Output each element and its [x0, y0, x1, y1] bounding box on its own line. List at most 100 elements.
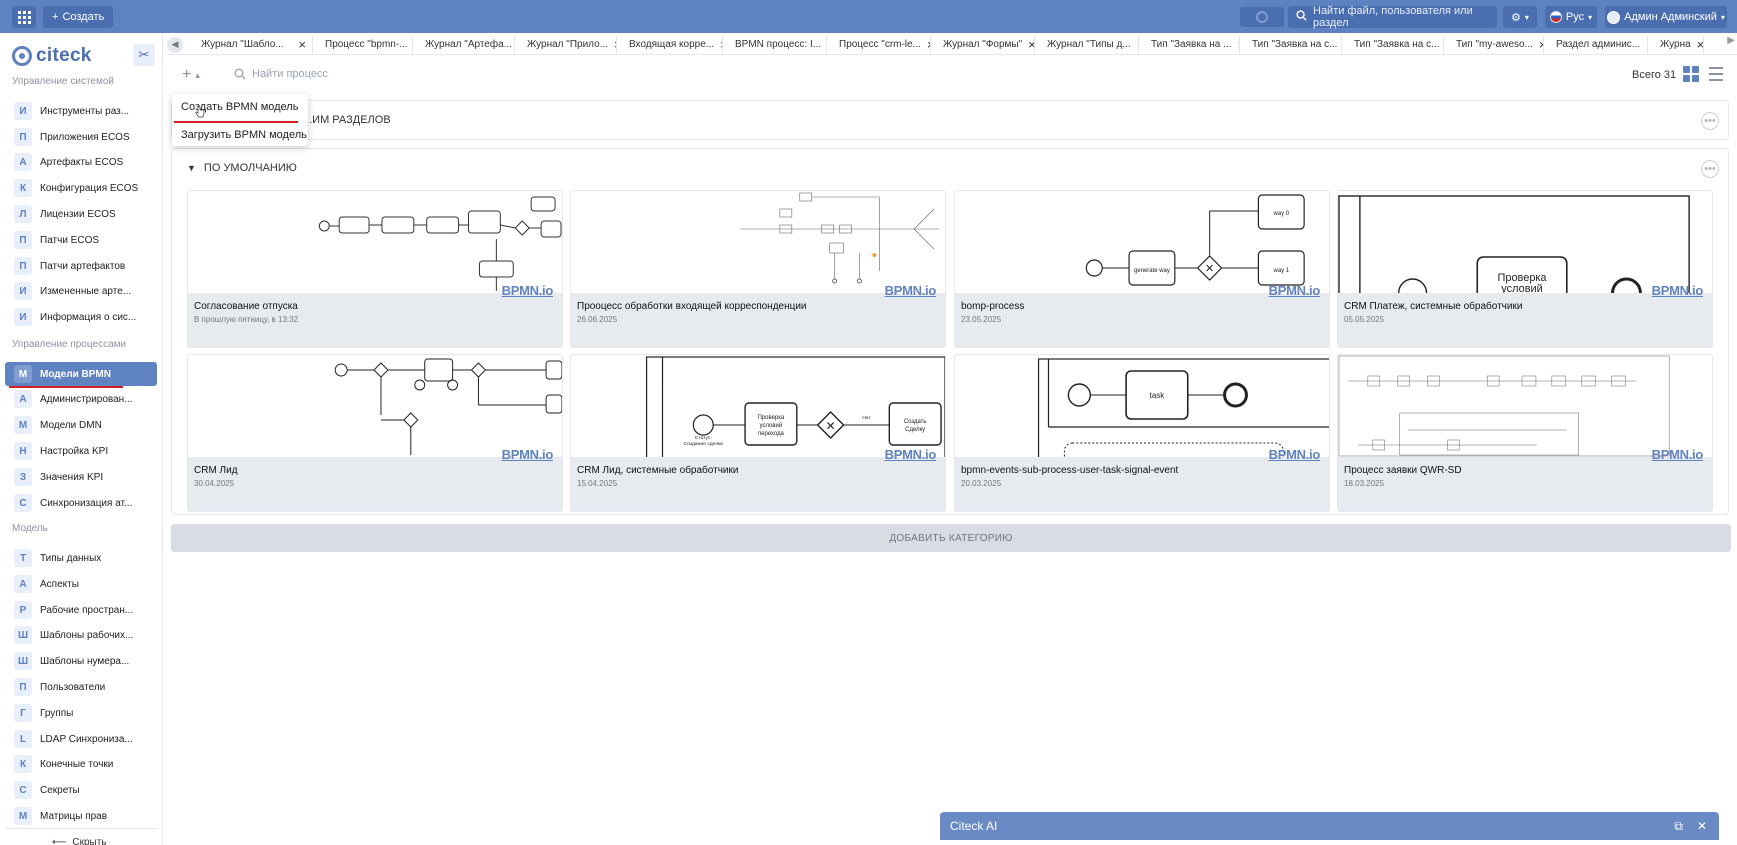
tools-settings-button[interactable]: ✂ [133, 44, 155, 66]
bpmn-diagram-preview: Проверка условий [1338, 191, 1712, 309]
language-selector[interactable]: Рус ▾ [1545, 6, 1597, 28]
tab-item[interactable]: Процесс "crm-le...× [827, 35, 931, 54]
sidebar-item-letter: Ш [14, 626, 32, 644]
tab-item[interactable]: Тип "my-aweso...× [1444, 35, 1544, 54]
close-icon[interactable]: × [1137, 37, 1138, 52]
tabs-scroll-right-icon[interactable]: ▶ [1727, 35, 1735, 46]
grid-view-icon[interactable] [1683, 66, 1699, 82]
bpmn-model-card[interactable]: BPMN.io CRM Лид 30.04.2025 [187, 354, 563, 512]
citeck-logo[interactable]: citeck [12, 45, 92, 67]
list-view-icon[interactable] [1709, 67, 1723, 81]
tab-label: Раздел админис... [1556, 39, 1641, 50]
tab-item[interactable]: BPMN процесс: I... × [723, 35, 827, 54]
tab-item[interactable]: Журна× [1648, 35, 1704, 54]
close-icon[interactable]: × [1028, 37, 1035, 52]
bpmn-model-card[interactable]: BPMN.io Процесс заявки QWR-SD 18.03.2025 [1337, 354, 1713, 512]
tab-item[interactable]: Журнал "Шабло...× [189, 35, 313, 54]
sidebar-hide-button[interactable]: ⟵ Скрыть [52, 837, 106, 845]
tab-item[interactable]: Тип "Заявка на с...× [1240, 35, 1342, 54]
process-search-input[interactable]: Найти процесс [234, 68, 328, 80]
close-icon[interactable]: × [927, 37, 930, 52]
bpmn-model-card[interactable]: task BPMN.io bpmn-events-sub-process-use… [954, 354, 1330, 512]
tab-item[interactable]: Тип "Заявка на ...× [1139, 35, 1240, 54]
russian-flag-icon [1549, 11, 1562, 23]
tabs-scroll-left-icon[interactable]: ◀ [167, 36, 183, 53]
close-icon[interactable]: × [614, 37, 616, 52]
sidebar-section-title: Модель [12, 523, 48, 534]
bpmn-model-card[interactable]: BPMN.io Проoцесс обработки входящей корр… [570, 190, 946, 348]
settings-menu-button[interactable]: ⚙▾ [1503, 6, 1537, 28]
card-title: CRM Лид, системные обработчики [577, 465, 739, 476]
card-date: 20.03.2025 [961, 479, 1002, 488]
category-header[interactable]: ...ИМ РАЗДЕЛОВ [303, 114, 391, 126]
tab-item[interactable]: Журнал "Прило...× [515, 35, 617, 54]
tab-item[interactable]: Журнал "Артефа...× [413, 35, 515, 54]
bpmn-io-logo: BPMN.io [1651, 447, 1704, 462]
close-icon[interactable]: × [1539, 37, 1543, 52]
close-icon[interactable]: ✕ [1696, 819, 1707, 833]
card-title: CRM Платеж, системные обработчики [1344, 301, 1523, 312]
upload-bpmn-model-item[interactable]: Загрузить BPMN модель [181, 129, 307, 141]
sidebar-item-letter: М [14, 416, 32, 434]
top-bar: + Создать Найти файл, пользователя или р… [0, 0, 1737, 33]
loading-indicator [1240, 7, 1284, 27]
tab-item[interactable]: Процесс "bpmn-...× [313, 35, 413, 54]
tab-item[interactable]: Журнал "Формы"× [931, 35, 1035, 54]
expand-window-icon[interactable]: ⧉ [1674, 819, 1683, 833]
tab-label: BPMN процесс: I... [735, 39, 822, 50]
close-icon[interactable]: × [1237, 37, 1239, 52]
tab-item[interactable]: Тип "Заявка на с...× [1342, 35, 1444, 54]
citeck-ai-widget[interactable]: Citeck AI ⧉ ✕ [940, 812, 1719, 840]
global-search-input[interactable]: Найти файл, пользователя или раздел [1288, 5, 1497, 29]
create-bpmn-model-item[interactable]: Создать BPMN модель [181, 101, 299, 113]
add-category-button[interactable]: ДОБАВИТЬ КАТЕГОРИЮ [171, 524, 1731, 552]
close-icon[interactable]: × [1646, 37, 1647, 52]
close-icon[interactable]: × [1696, 37, 1704, 52]
tab-item[interactable]: Раздел админис... × [1544, 35, 1648, 54]
bpmn-model-card[interactable]: Статус: Создание сделки Проверка условий… [570, 354, 946, 512]
category-header[interactable]: ▼ ПО УМОЛЧАНИЮ [187, 162, 297, 174]
apps-menu-button[interactable] [12, 6, 36, 28]
sidebar-item-letter: К [14, 179, 32, 197]
create-button[interactable]: + Создать [43, 6, 114, 28]
user-menu-button[interactable]: Админ Админский ▾ [1605, 6, 1727, 28]
more-options-icon[interactable]: ••• [1701, 112, 1719, 130]
close-icon[interactable]: × [720, 37, 722, 52]
more-options-icon[interactable]: ••• [1701, 160, 1719, 178]
process-search-placeholder: Найти процесс [252, 68, 328, 80]
close-icon[interactable]: × [298, 37, 306, 52]
bpmn-diagram-preview [571, 191, 945, 293]
tab-item[interactable]: Входящая корре...× [617, 35, 723, 54]
bpmn-model-card[interactable]: Проверка условий BPMN.io CRM Платеж, сис… [1337, 190, 1713, 348]
add-model-button[interactable]: +▴ [182, 66, 200, 84]
bpmn-model-card[interactable]: BPMN.io Согласование отпуска В прошлую п… [187, 190, 563, 348]
tab-item[interactable]: Журнал "Типы д...× [1035, 35, 1139, 54]
bpmn-model-card[interactable]: generate way ✕ way 0 way 1 BPMN.io bomp-… [954, 190, 1330, 348]
